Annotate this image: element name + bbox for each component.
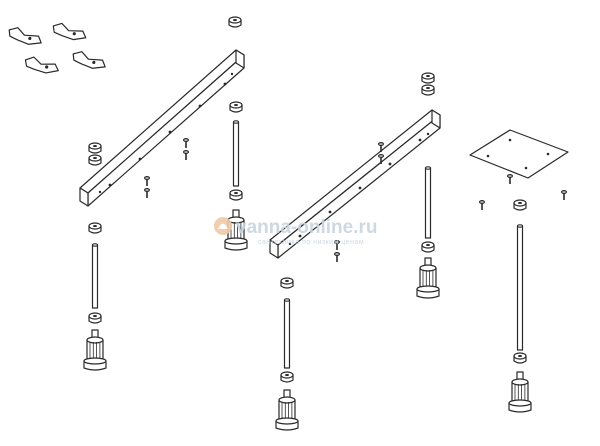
nut (88, 312, 102, 324)
leg-rail-middle (269, 109, 441, 259)
nut (228, 16, 242, 28)
nut (421, 241, 435, 253)
leveling-foot (224, 209, 248, 251)
leveling-foot (416, 257, 440, 299)
screw (378, 142, 385, 152)
support-plate (469, 129, 569, 179)
nut (421, 72, 435, 84)
threaded-rod (424, 166, 432, 239)
watermark: vanna-online.ru сантехника по низким цен… (214, 217, 377, 246)
mounting-clip (8, 27, 42, 45)
screw (479, 200, 486, 210)
nut (280, 277, 294, 289)
nut (280, 371, 294, 383)
screw (334, 252, 341, 262)
nut (421, 84, 435, 96)
leveling-foot (83, 329, 107, 371)
leg-rail-left (79, 49, 245, 207)
leveling-foot (275, 389, 299, 431)
threaded-rod (283, 298, 291, 369)
threaded-rod (516, 224, 524, 351)
screw (560, 190, 567, 200)
nut (88, 142, 102, 154)
mounting-clip (52, 22, 87, 41)
screw (507, 174, 514, 184)
watermark-logo-icon (214, 217, 232, 235)
screw (183, 150, 190, 160)
leveling-foot (508, 371, 532, 413)
mounting-clip (72, 51, 106, 69)
nut (88, 222, 102, 234)
hardware-parts (83, 16, 567, 431)
screw (144, 176, 151, 186)
watermark-site-text: vanna-online.ru (236, 217, 377, 238)
threaded-rod (91, 243, 99, 309)
screw (144, 188, 151, 198)
mounting-clips (8, 22, 106, 74)
nut (229, 101, 243, 113)
nut (229, 189, 243, 201)
screw (334, 240, 341, 250)
screw (183, 138, 190, 148)
watermark-tagline-text: сантехника по низким ценам (258, 239, 364, 246)
nut (88, 154, 102, 166)
mounting-clip (24, 56, 59, 74)
nut (513, 199, 527, 211)
threaded-rod (232, 120, 240, 187)
nut (513, 352, 527, 364)
screw (378, 154, 385, 164)
